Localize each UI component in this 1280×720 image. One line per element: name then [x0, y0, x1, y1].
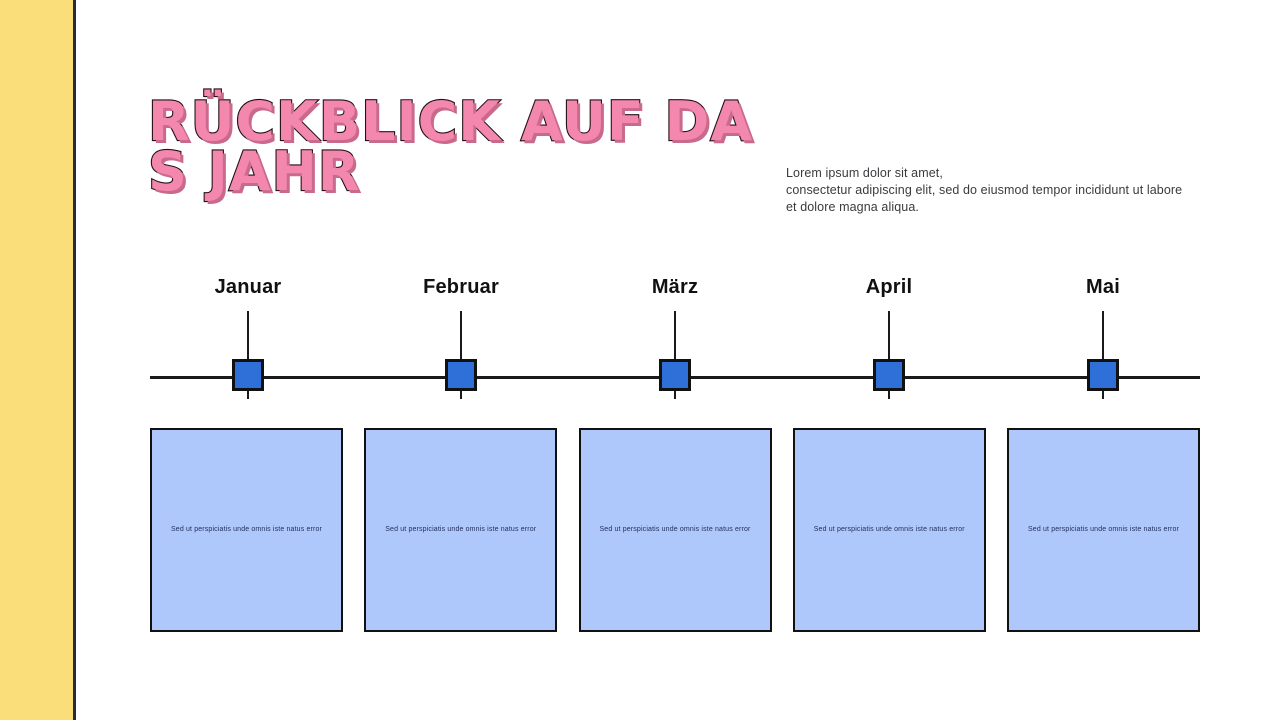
content-card[interactable]: Sed ut perspiciatis unde omnis iste natu… [150, 428, 343, 632]
timeline-node-2[interactable]: Februar [381, 275, 541, 399]
timeline-node-stub [888, 391, 890, 399]
card-caption: Sed ut perspiciatis unde omnis iste natu… [385, 526, 537, 533]
timeline-node-stem [247, 311, 249, 361]
timeline-node-stub [1102, 391, 1104, 399]
timeline-node-marker[interactable] [232, 359, 264, 391]
timeline-node-label: April [865, 276, 913, 298]
timeline-node-marker[interactable] [1087, 359, 1119, 391]
timeline-node-5[interactable]: Mai [1023, 275, 1183, 399]
timeline-node-stub [674, 391, 676, 399]
content-card-row: Sed ut perspiciatis unde omnis iste natu… [150, 428, 1200, 632]
timeline-node-stub [460, 391, 462, 399]
left-accent-divider [73, 0, 76, 720]
timeline-node-marker[interactable] [659, 359, 691, 391]
timeline-node-stem [1102, 311, 1104, 361]
card-caption: Sed ut perspiciatis unde omnis iste natu… [813, 526, 965, 533]
timeline-node-label: Januar [214, 276, 282, 298]
page-title: RÜCKBLICK AUF DAS JAHR [147, 90, 754, 203]
content-card[interactable]: Sed ut perspiciatis unde omnis iste natu… [364, 428, 558, 632]
timeline-node-1[interactable]: Januar [168, 275, 328, 399]
timeline-node-stub [247, 391, 249, 399]
timeline-node-3[interactable]: März [595, 275, 755, 399]
timeline-node-label: Februar [423, 276, 499, 298]
timeline-node-marker[interactable] [445, 359, 477, 391]
timeline-node-marker[interactable] [873, 359, 905, 391]
content-card[interactable]: Sed ut perspiciatis unde omnis iste natu… [578, 428, 772, 632]
card-caption: Sed ut perspiciatis unde omnis iste natu… [1027, 526, 1179, 533]
timeline-node-label: März [651, 276, 699, 298]
timeline-node-4[interactable]: April [809, 275, 969, 399]
content-card[interactable]: Sed ut perspiciatis unde omnis iste natu… [792, 428, 986, 632]
card-caption: Sed ut perspiciatis unde omnis iste natu… [599, 526, 751, 533]
timeline-node-stem [888, 311, 890, 361]
timeline-node-label: Mai [1086, 276, 1120, 298]
intro-paragraph: Lorem ipsum dolor sit amet, consectetur … [786, 165, 1183, 214]
left-accent-band [0, 0, 73, 720]
timeline-node-stem [674, 311, 676, 361]
timeline-node-stem [460, 311, 462, 361]
content-card[interactable]: Sed ut perspiciatis unde omnis iste natu… [1007, 428, 1200, 632]
card-caption: Sed ut perspiciatis unde omnis iste natu… [170, 526, 322, 533]
